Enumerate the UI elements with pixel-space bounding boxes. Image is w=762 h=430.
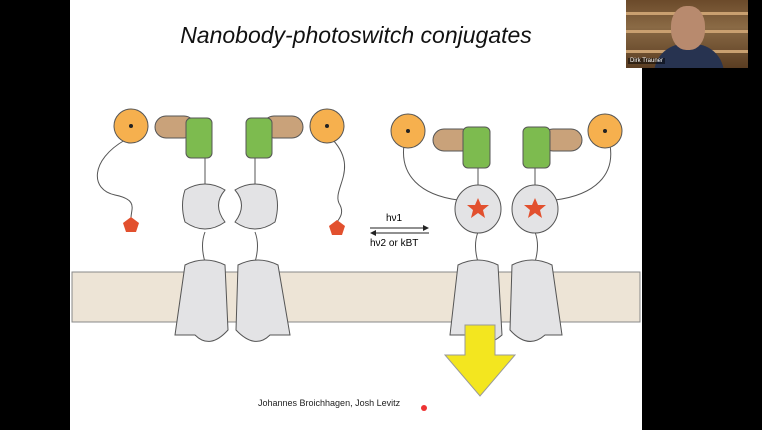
reverse-label: hν2 or kBT	[370, 238, 418, 249]
participant-face	[671, 6, 705, 50]
forward-label: hν1	[386, 213, 403, 224]
star-ligand	[467, 198, 489, 218]
laser-pointer	[421, 405, 427, 411]
receptor	[174, 259, 229, 342]
participant-name: Dirk Trauner	[628, 58, 666, 64]
slide-credit: Johannes Broichhagen, Josh Levitz	[258, 398, 401, 408]
slide-title: Nanobody-photoswitch conjugates	[180, 22, 532, 48]
signal-arrow	[443, 324, 517, 397]
nanobody-green-left	[185, 117, 213, 159]
ligand-pentagon	[123, 217, 139, 232]
participant-video[interactable]: Dirk Trauner	[626, 0, 748, 68]
